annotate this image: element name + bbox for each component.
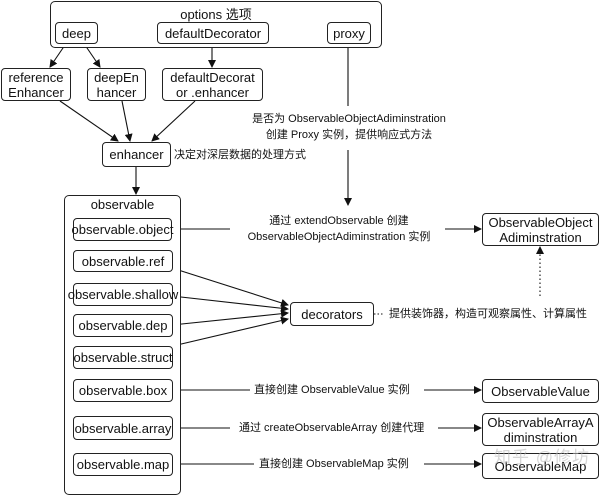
observable-title: observable	[90, 197, 155, 212]
object-edge-label-line1: 通过 extendObservable 创建	[269, 215, 409, 227]
arrow-dep-to-decorators	[171, 309, 289, 326]
proxy-note-line2: 创建 Proxy 实例，提供响应式方法	[265, 129, 433, 141]
arrow-reference-to-enhancer	[59, 100, 119, 142]
array-edge-label: 通过 createObservableArray 创建代理	[239, 422, 425, 434]
observable-map-node-target[interactable]: ObservableMap	[482, 453, 599, 479]
observable-group: observable	[64, 195, 181, 495]
options-title: options 选项	[180, 7, 252, 22]
default-decorator-node[interactable]: defaultDecorator	[157, 22, 269, 44]
deep-enhancer-node[interactable]: deepEn hancer	[87, 68, 146, 101]
observable-box-node[interactable]: observable.box	[73, 379, 173, 402]
arrow-deep-to-deepenhancer	[84, 44, 101, 68]
enhancer-note: 决定对深层数据的处理方式	[174, 149, 306, 161]
arrow-shallow-to-decorators	[171, 295, 289, 313]
arrow-default-enhancer-to-enhancer	[151, 100, 196, 142]
arrow-deep-to-reference	[49, 44, 66, 68]
observable-dep-node[interactable]: observable.dep	[73, 314, 173, 337]
object-edge-label-line2: ObservableObjectAdiminstration 实例	[247, 231, 431, 243]
observable-map-node[interactable]: observable.map	[73, 453, 173, 476]
arrow-deepenhancer-to-enhancer	[121, 100, 133, 142]
decorators-node[interactable]: decorators	[290, 302, 374, 326]
deep-node[interactable]: deep	[55, 22, 98, 44]
observable-array-node[interactable]: observable.array	[73, 416, 173, 440]
watermark: 知乎 @修坊	[494, 448, 590, 467]
box-edge-label: 直接创建 ObservableValue 实例	[254, 384, 410, 396]
observable-ref-node[interactable]: observable.ref	[73, 250, 173, 272]
arrow-struct-to-decorators	[159, 316, 289, 350]
reference-enhancer-node[interactable]: reference Enhancer	[1, 68, 71, 101]
observable-value-node[interactable]: ObservableValue	[482, 379, 599, 403]
observable-object-node[interactable]: observable.object	[72, 218, 173, 241]
arrow-ref-to-decorators	[171, 267, 289, 307]
connector-layer	[49, 44, 544, 468]
decorators-note: 提供装饰器，构造可观察属性、计算属性	[389, 308, 587, 320]
proxy-node[interactable]: proxy	[327, 22, 371, 44]
observable-struct-node[interactable]: observable.struct	[73, 346, 173, 369]
observable-object-adm-node[interactable]: ObservableObject Adiminstration	[482, 213, 599, 246]
map-edge-label: 直接创建 ObservableMap 实例	[259, 458, 409, 470]
proxy-note-line1: 是否为 ObservableObjectAdiminstration	[252, 113, 446, 125]
observable-array-adm-node[interactable]: ObservableArrayA diminstration	[482, 413, 599, 446]
default-decorator-enhancer-node[interactable]: defaultDecorat or .enhancer	[162, 68, 263, 101]
observable-shallow-node[interactable]: observable.shallow	[68, 283, 178, 306]
enhancer-node[interactable]: enhancer	[102, 142, 171, 167]
